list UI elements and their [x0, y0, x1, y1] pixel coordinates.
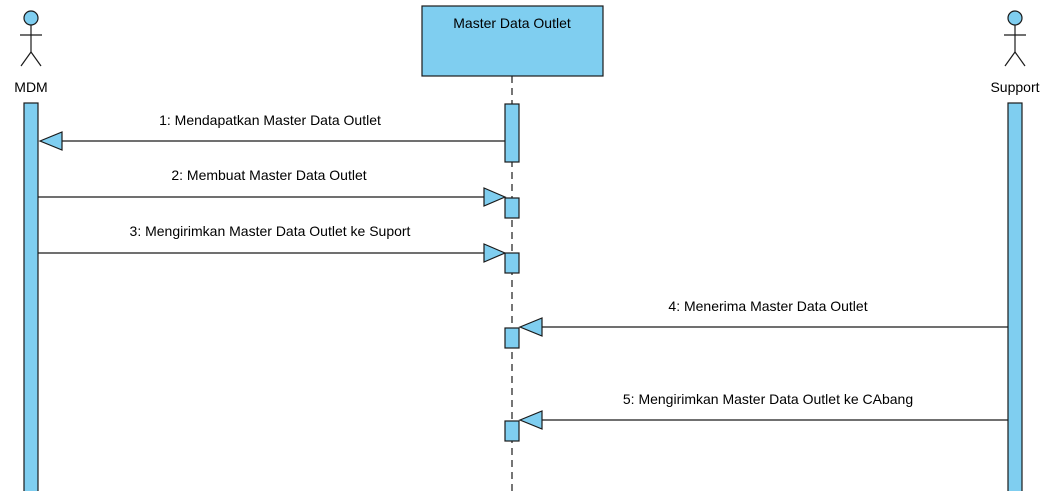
activation-bar-support: [1007, 102, 1023, 491]
object-label: Master Data Outlet: [453, 15, 571, 31]
message-label: 4: Menerima Master Data Outlet: [668, 298, 867, 314]
activation-bar-outlet-4: [504, 327, 520, 349]
message-label: 2: Membuat Master Data Outlet: [171, 167, 366, 183]
arrowhead-icon: [483, 187, 507, 207]
activation-bar-outlet-3: [504, 252, 520, 274]
actor-label-support: Support: [990, 79, 1039, 95]
activation-bar-outlet-1: [504, 103, 520, 163]
actor-mdm[interactable]: MDM: [14, 10, 48, 95]
actor-support[interactable]: Support: [990, 10, 1040, 95]
activation-bar-outlet-5: [504, 420, 520, 442]
message-5[interactable]: 5: Mengirimkan Master Data Outlet ke CAb…: [518, 391, 1008, 430]
message-label: 3: Mengirimkan Master Data Outlet ke Sup…: [130, 223, 411, 239]
message-2[interactable]: 2: Membuat Master Data Outlet: [38, 167, 507, 207]
message-3[interactable]: 3: Mengirimkan Master Data Outlet ke Sup…: [38, 223, 507, 263]
stick-figure-icon: [1004, 10, 1026, 67]
arrowhead-icon: [483, 243, 507, 263]
activation-bar-mdm: [23, 102, 39, 491]
actor-label-mdm: MDM: [14, 79, 47, 95]
message-label: 5: Mengirimkan Master Data Outlet ke CAb…: [623, 391, 913, 407]
message-1[interactable]: 1: Mendapatkan Master Data Outlet: [38, 112, 505, 151]
message-4[interactable]: 4: Menerima Master Data Outlet: [518, 298, 1008, 337]
arrowhead-icon: [38, 131, 63, 151]
arrowhead-icon: [518, 317, 543, 337]
arrowhead-icon: [518, 410, 543, 430]
stick-figure-icon: [20, 10, 42, 67]
object-master-data-outlet[interactable]: Master Data Outlet: [421, 5, 604, 77]
activation-bar-outlet-2: [504, 197, 520, 219]
object-box: [421, 5, 604, 77]
message-label: 1: Mendapatkan Master Data Outlet: [159, 112, 381, 128]
